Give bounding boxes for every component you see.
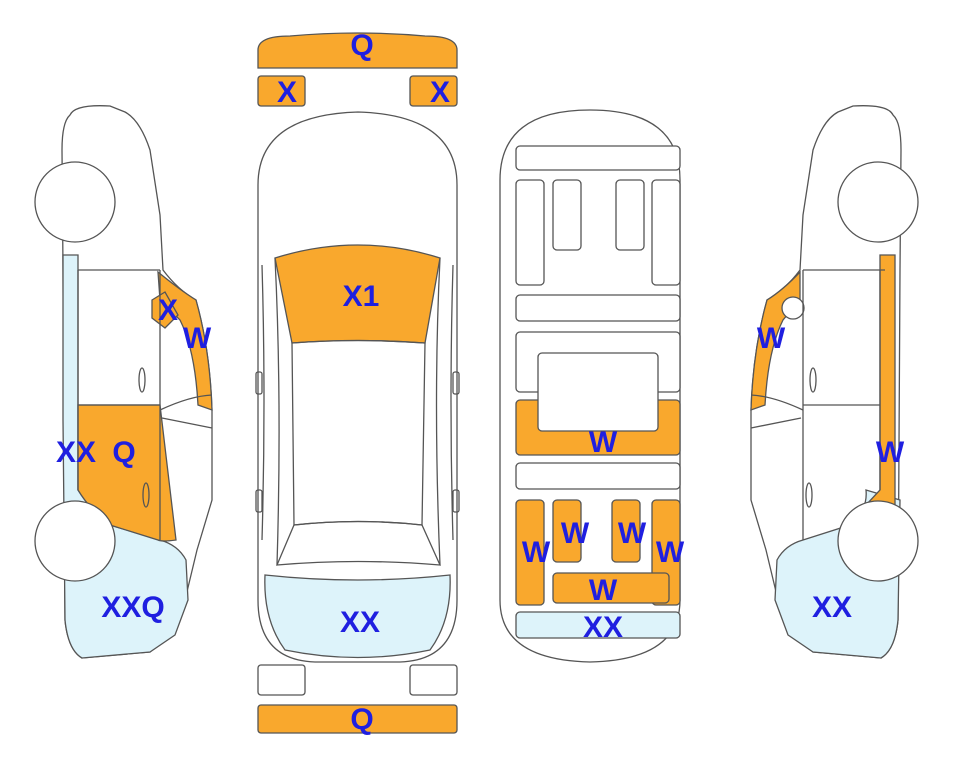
right-rear-door-handle — [805, 482, 813, 508]
label-underbody-left-w: W — [522, 536, 551, 569]
label-left-pillar-w: W — [183, 322, 212, 355]
label-left-pillar-x: X — [158, 294, 178, 327]
left-rear-handle — [255, 489, 263, 513]
underbody-rear-crossmember — [515, 462, 681, 490]
label-underbody-upper-w: W — [589, 426, 618, 459]
label-underbody-xx: XX — [583, 611, 623, 644]
left-side-line — [261, 264, 265, 541]
label-rear-area: XX — [340, 606, 380, 639]
label-underbody-bottom-w: W — [589, 574, 618, 607]
top-view — [255, 32, 460, 734]
right-window-line — [435, 257, 441, 566]
underbody-rear-xx-panel — [515, 611, 681, 639]
left-rear-wheel — [34, 500, 116, 582]
damage-labels: Q X X X1 XX Q XX Q X W XXQ W W W W W W X… — [56, 29, 905, 736]
label-right-pillar-w: W — [757, 322, 786, 355]
front-bumper-piece — [257, 32, 458, 69]
front-left-light-piece — [257, 75, 306, 107]
front-right-light-piece — [409, 75, 458, 107]
label-left-side-xx: XX — [56, 436, 96, 469]
left-window-line — [274, 257, 280, 566]
label-front-left-light: X — [277, 76, 297, 109]
label-left-door-q: Q — [112, 436, 135, 469]
rear-bumper-piece — [257, 704, 458, 734]
underbody-left-inner — [552, 179, 582, 251]
label-underbody-mid-left-w: W — [561, 517, 590, 550]
label-front-right-light: X — [430, 76, 450, 109]
right-side-view — [750, 105, 919, 659]
right-rear-handle — [452, 489, 460, 513]
underbody-left-rail — [515, 179, 545, 286]
right-mirror-line — [750, 417, 802, 429]
label-rear-bumper: Q — [350, 703, 373, 736]
left-window-sill — [159, 394, 213, 411]
left-mirror-line — [161, 417, 213, 429]
left-side-view — [34, 105, 213, 659]
left-mirror-orange — [151, 291, 179, 329]
label-front-bumper: Q — [350, 29, 373, 62]
right-mirror — [781, 296, 805, 320]
underbody-front-crossmember — [515, 145, 681, 171]
right-mirror — [452, 371, 460, 395]
label-underbody-mid-right-w: W — [618, 517, 647, 550]
underbody-mid-crossmember — [515, 294, 681, 322]
underbody-bottom-w-panel — [552, 572, 670, 604]
underbody-right-rail — [651, 179, 681, 286]
underbody-view — [499, 109, 681, 663]
left-front-wheel — [34, 161, 116, 243]
underbody-mid-right-w-panel — [611, 499, 641, 563]
left-front-door-handle — [138, 367, 146, 393]
left-rear-door-handle — [142, 482, 150, 508]
label-right-side-w: W — [876, 436, 905, 469]
underbody-right-inner — [615, 179, 645, 251]
underbody-center-plate — [537, 352, 659, 432]
right-front-door-handle — [809, 367, 817, 393]
label-right-rear-xx: XX — [812, 591, 852, 624]
label-windshield: X1 — [343, 280, 380, 313]
right-window-sill — [750, 394, 804, 411]
left-rear-door-orange-panel — [77, 404, 177, 542]
underbody-mid-left-w-panel — [552, 499, 582, 563]
label-left-rear-xxq: XXQ — [101, 591, 164, 624]
right-rear-wheel — [837, 500, 919, 582]
top-view-rear-lightblue — [264, 574, 451, 659]
rear-left-light-piece — [257, 664, 306, 696]
label-underbody-right-w: W — [656, 536, 685, 569]
right-side-line — [450, 264, 454, 541]
left-mirror — [255, 371, 263, 395]
underbody-left-w-panel — [515, 499, 545, 606]
right-front-wheel — [837, 161, 919, 243]
rear-right-light-piece — [409, 664, 458, 696]
